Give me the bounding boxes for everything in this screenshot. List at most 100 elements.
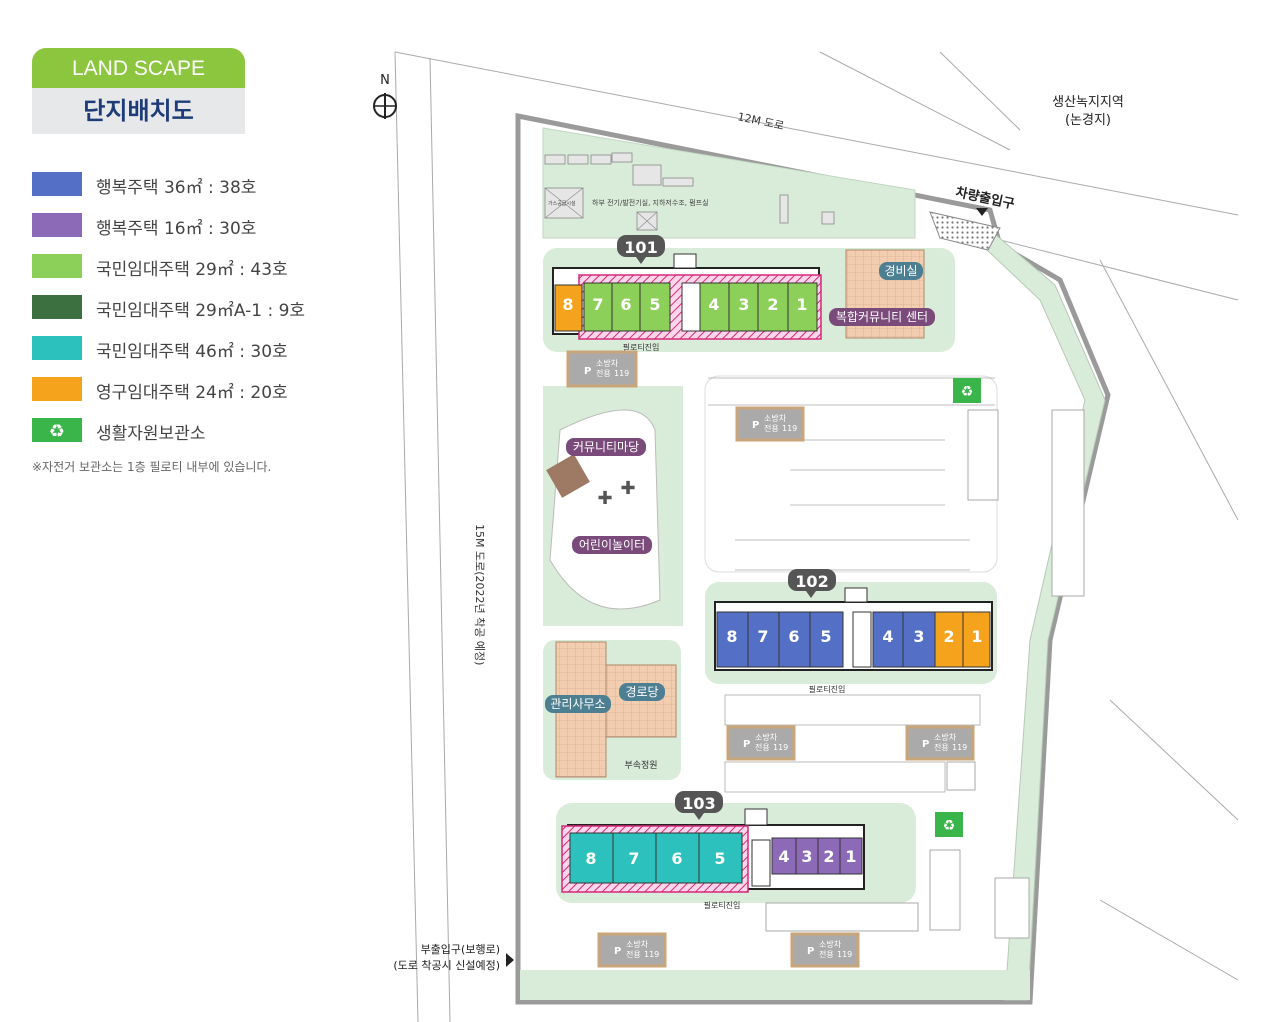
parking-row-south bbox=[765, 902, 919, 932]
unit-101-8: 8 bbox=[562, 295, 573, 314]
recycle-station-1 bbox=[953, 378, 981, 403]
yard-deck bbox=[546, 454, 590, 498]
playground-text: 어린이놀이터 bbox=[579, 538, 645, 552]
parking-p: P bbox=[743, 739, 750, 750]
green-zone-line2: (논경지) bbox=[1065, 113, 1111, 128]
unit-103-8: 8 bbox=[585, 849, 596, 868]
building-102: 8 7 6 5 4 3 2 1 bbox=[714, 587, 993, 671]
recycle-icon: ♻ bbox=[943, 818, 956, 834]
utility-note: 하부 전기/발전기실, 지하저수조, 펌프실 bbox=[592, 198, 709, 207]
unit-101-2: 2 bbox=[767, 295, 778, 314]
legend-swatch bbox=[32, 254, 82, 278]
parking-rows-middle bbox=[724, 694, 981, 793]
legend-label: 행복주택 36㎡ : 38호 bbox=[96, 178, 257, 198]
parking-text-2: 전용 bbox=[764, 423, 779, 433]
parking-text-1: 소방차 bbox=[934, 732, 957, 742]
recycle-station-2 bbox=[935, 812, 963, 837]
community-center-text: 복합커뮤니티 센터 bbox=[836, 310, 928, 324]
garden-label: 부속정원 bbox=[624, 760, 657, 771]
parking-east-inner bbox=[967, 409, 999, 501]
unit-102-3: 3 bbox=[913, 627, 924, 646]
unit-103-4: 4 bbox=[778, 847, 789, 866]
side-entrance-arrow bbox=[506, 953, 514, 967]
side-entrance-line2: (도로 착공시 신설예정) bbox=[393, 959, 500, 972]
parking-text-2: 전용 bbox=[755, 742, 770, 752]
community-yard-label: 커뮤니티마당 bbox=[566, 438, 646, 456]
unit-103-7: 7 bbox=[628, 849, 639, 868]
legend-swatch bbox=[32, 172, 82, 196]
road-12m-label: 12M 도로 bbox=[736, 110, 785, 133]
south-greenbelt bbox=[520, 970, 1030, 1000]
north-indicator: N bbox=[373, 73, 397, 119]
legend-heading-ko: 단지배치도 bbox=[32, 88, 245, 134]
piloti-103: 필로티진입 bbox=[704, 900, 741, 910]
fire-parking-sign: P 소방차 전용 119 bbox=[735, 406, 805, 442]
parking-text-3: 119 bbox=[614, 369, 629, 378]
unit-102-2: 2 bbox=[943, 627, 954, 646]
side-entrance-line1: 부출입구(보행로) bbox=[421, 943, 500, 956]
legend-swatch bbox=[32, 336, 82, 360]
building-103: 8 7 6 5 4 3 2 1 bbox=[561, 808, 865, 893]
fire-parking-sign: P 소방차 전용 119 bbox=[726, 725, 796, 761]
building-103-label: 103 bbox=[675, 791, 723, 820]
unit-103-3: 3 bbox=[801, 847, 812, 866]
unit-101-5: 5 bbox=[649, 295, 660, 314]
vehicle-entrance-gate bbox=[929, 211, 1001, 251]
parking-southeast bbox=[929, 849, 961, 931]
parking-text-2: 전용 bbox=[819, 949, 834, 959]
parking-p: P bbox=[752, 420, 759, 431]
unit-102-1: 1 bbox=[971, 627, 982, 646]
parking-text-3: 119 bbox=[837, 950, 852, 959]
management-label: 관리사무소 bbox=[545, 695, 611, 713]
unit-101-7: 7 bbox=[592, 295, 603, 314]
legend-label: 국민임대주택 46㎡ : 30호 bbox=[96, 342, 288, 362]
parking-text-1: 소방차 bbox=[596, 358, 619, 368]
unit-101-4: 4 bbox=[708, 295, 719, 314]
legend-swatch: ♻ bbox=[32, 418, 82, 442]
unit-102-5: 5 bbox=[820, 627, 831, 646]
parking-text-3: 119 bbox=[773, 743, 788, 752]
legend-label: 국민임대주택 29㎡A-1 : 9호 bbox=[96, 301, 306, 321]
north-label: N bbox=[380, 73, 390, 88]
parking-p: P bbox=[614, 946, 621, 957]
parking-text-3: 119 bbox=[782, 424, 797, 433]
legend-label: 생활자원보관소 bbox=[96, 424, 206, 444]
unit-102-7: 7 bbox=[757, 627, 768, 646]
fire-parking-sign: P 소방차 전용 119 bbox=[566, 350, 638, 388]
plus-icon: ✚ bbox=[597, 488, 612, 509]
legend-label: 영구임대주택 24㎡ : 20호 bbox=[96, 383, 288, 403]
recycle-icon: ♻ bbox=[49, 421, 65, 442]
building-103-name: 103 bbox=[682, 794, 715, 813]
fire-parking-sign: P 소방차 전용 119 bbox=[597, 932, 667, 968]
unit-101-1: 1 bbox=[796, 295, 807, 314]
building-102-name: 102 bbox=[795, 572, 828, 591]
legend-label: 행복주택 16㎡ : 30호 bbox=[96, 219, 257, 239]
parking-text-3: 119 bbox=[644, 950, 659, 959]
unit-102-4: 4 bbox=[882, 627, 893, 646]
unit-101-3: 3 bbox=[738, 295, 749, 314]
parking-text-2: 전용 bbox=[596, 368, 611, 378]
legend-label: 국민임대주택 29㎡ : 43호 bbox=[96, 260, 288, 280]
legend-panel: LAND SCAPE 단지배치도 행복주택 36㎡ : 38호 행복주택 16㎡… bbox=[0, 0, 330, 1022]
road-lines bbox=[394, 51, 1239, 1022]
parking-text-3: 119 bbox=[952, 743, 967, 752]
parking-text-1: 소방차 bbox=[819, 939, 842, 949]
recycle-icon: ♻ bbox=[961, 384, 974, 400]
fire-parking-sign: P 소방차 전용 119 bbox=[905, 725, 975, 761]
playground-label: 어린이놀이터 bbox=[572, 536, 652, 554]
unit-103-1: 1 bbox=[845, 847, 856, 866]
parking-text-1: 소방차 bbox=[755, 732, 778, 742]
parking-corner bbox=[946, 761, 976, 791]
plus-icon: ✚ bbox=[620, 478, 635, 499]
piloti-101: 필로티진입 bbox=[623, 342, 660, 352]
parking-south-east-box bbox=[994, 877, 1030, 939]
unit-102-6: 6 bbox=[788, 627, 799, 646]
community-yard-text: 커뮤니티마당 bbox=[573, 440, 639, 454]
building-101: 8 7 6 5 4 3 2 1 bbox=[552, 253, 822, 340]
fire-parking-sign: P 소방차 전용 119 bbox=[790, 932, 860, 968]
north-green-strip bbox=[542, 127, 916, 239]
unit-102-8: 8 bbox=[726, 627, 737, 646]
gas-note: 가스공급시설 bbox=[548, 200, 576, 207]
parking-p: P bbox=[922, 739, 929, 750]
